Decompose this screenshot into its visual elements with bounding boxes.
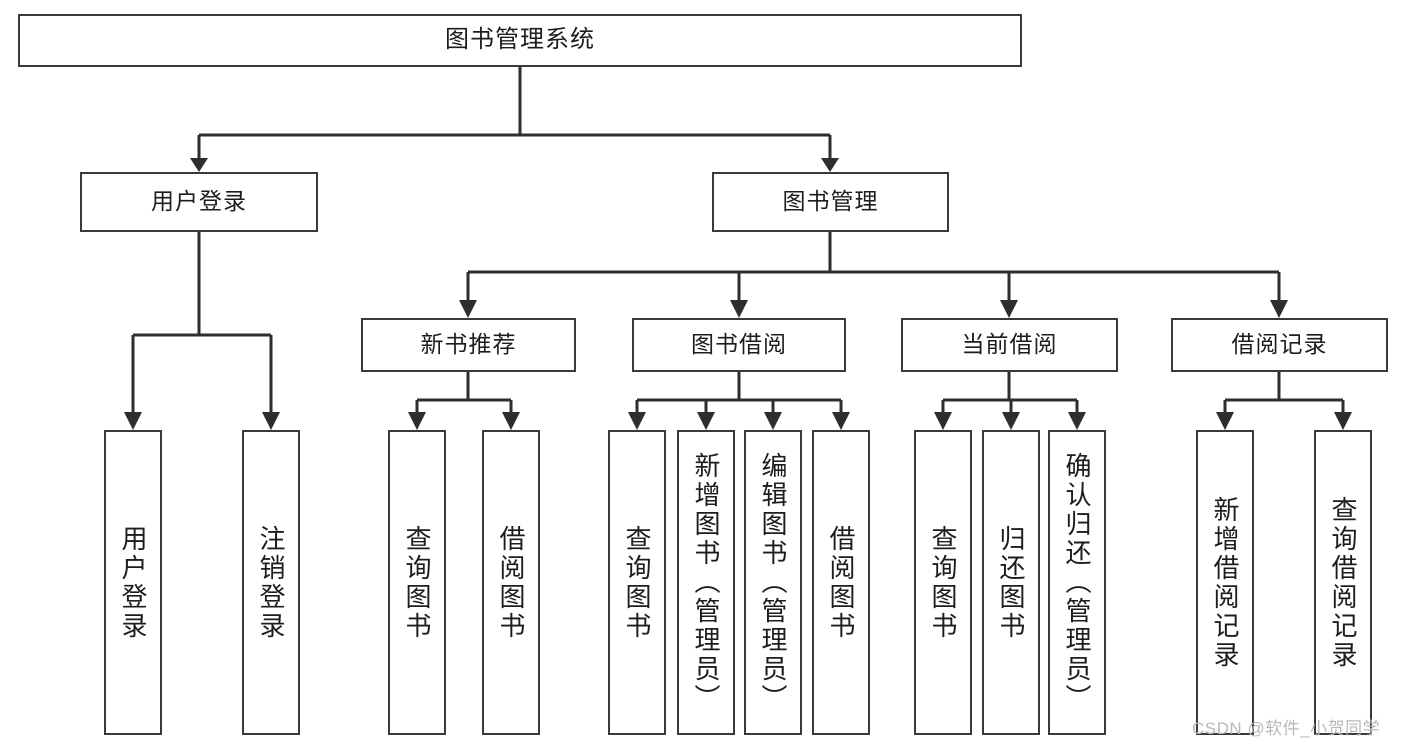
leaf-borrow-edit-book-admin[interactable]: 编辑图书（管理员） (744, 430, 802, 735)
leaf-user-logout[interactable]: 注销登录 (242, 430, 300, 735)
leaf-current-return-book[interactable]: 归还图书 (982, 430, 1040, 735)
leaf-current-query-book[interactable]: 查询图书 (914, 430, 972, 735)
leaf-recommend-borrow-book[interactable]: 借阅图书 (482, 430, 540, 735)
node-label: 借阅图书 (496, 524, 526, 641)
node-label: 图书借阅 (691, 331, 787, 358)
node-label: 编辑图书（管理员） (758, 452, 788, 713)
leaf-borrow-add-book-admin[interactable]: 新增图书（管理员） (677, 430, 735, 735)
node-label: 借阅图书 (826, 524, 856, 641)
node-label: 新增图书（管理员） (691, 452, 721, 713)
node-label: 新增借阅记录 (1210, 495, 1240, 670)
leaf-borrow-query-book[interactable]: 查询图书 (608, 430, 666, 735)
node-book-management[interactable]: 图书管理 (712, 172, 949, 232)
leaf-user-login[interactable]: 用户登录 (104, 430, 162, 735)
node-label: 图书管理 (782, 188, 879, 215)
node-label: 查询借阅记录 (1328, 495, 1358, 670)
node-label: 归还图书 (996, 524, 1026, 641)
node-label: 图书管理系统 (445, 26, 595, 54)
node-label: 借阅记录 (1231, 331, 1328, 358)
node-book-borrow[interactable]: 图书借阅 (632, 318, 846, 372)
node-borrow-records[interactable]: 借阅记录 (1171, 318, 1388, 372)
node-label: 查询图书 (622, 524, 652, 641)
node-current-borrow[interactable]: 当前借阅 (901, 318, 1118, 372)
leaf-records-add-record[interactable]: 新增借阅记录 (1196, 430, 1254, 735)
node-label: 查询图书 (928, 524, 958, 641)
leaf-borrow-borrow-book[interactable]: 借阅图书 (812, 430, 870, 735)
node-user-login[interactable]: 用户登录 (80, 172, 318, 232)
node-label: 新书推荐 (420, 331, 517, 358)
node-label: 用户登录 (151, 188, 247, 215)
node-label: 查询图书 (402, 524, 432, 641)
watermark-text: CSDN @软件_小贺同学 (1192, 719, 1381, 738)
node-new-book-recommend[interactable]: 新书推荐 (361, 318, 576, 372)
node-label: 当前借阅 (961, 331, 1058, 358)
leaf-records-query-record[interactable]: 查询借阅记录 (1314, 430, 1372, 735)
node-label: 注销登录 (256, 524, 286, 641)
node-root-system[interactable]: 图书管理系统 (18, 14, 1022, 67)
leaf-current-confirm-return-admin[interactable]: 确认归还（管理员） (1048, 430, 1106, 735)
leaf-recommend-query-book[interactable]: 查询图书 (388, 430, 446, 735)
node-label: 用户登录 (118, 524, 148, 641)
node-label: 确认归还（管理员） (1062, 452, 1092, 713)
